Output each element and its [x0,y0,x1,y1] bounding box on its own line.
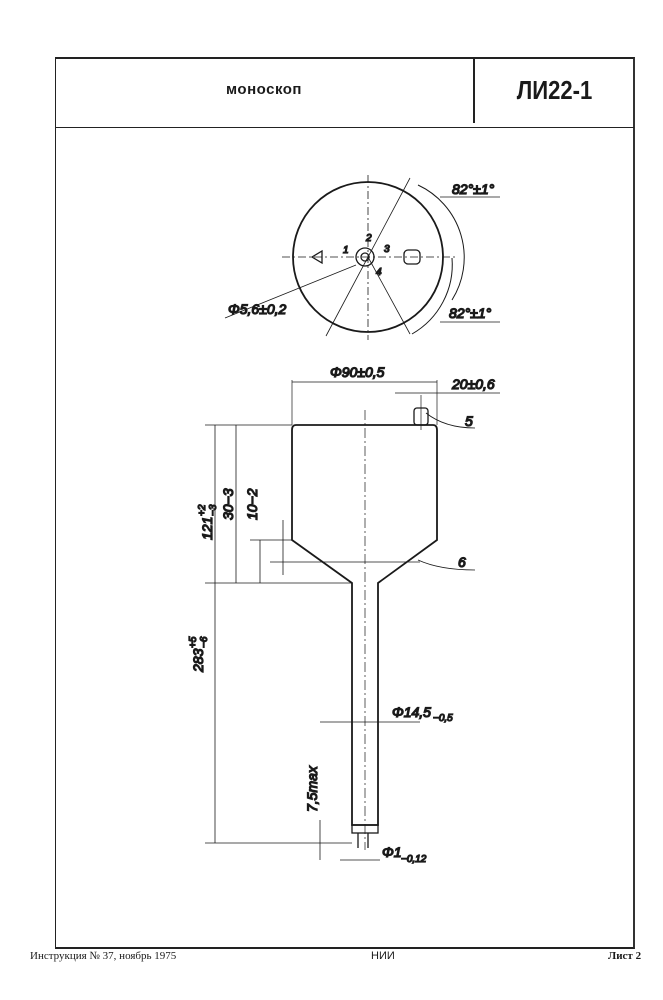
footer-sheet: Лист 2 [608,950,642,962]
svg-text:Φ14,5: Φ14,5 [392,704,431,720]
pin-diameter-label: Φ1 −0,12 [381,843,427,865]
dim-10-label: 10−2 [244,488,260,520]
height-283-label: 283 +5 −6 [187,636,210,674]
svg-text:283: 283 [190,648,206,673]
pin-label-3: 3 [384,244,390,255]
bulb-diameter-label: Φ90±0,5 [330,364,385,380]
svg-text:−6: −6 [199,636,210,648]
svg-text:−0,12: −0,12 [401,854,427,865]
svg-text:−3: −3 [208,504,219,516]
svg-text:+5: +5 [188,636,199,648]
callout-5: 5 [465,413,473,429]
svg-text:Φ1: Φ1 [382,844,402,860]
svg-text:−0,5: −0,5 [433,713,453,724]
pin-label-4: 4 [376,267,382,278]
title-divider [473,59,475,123]
callout-6: 6 [458,554,466,570]
side-view: Φ90±0,5 20±0,6 5 6 121 +2 −3 30−3 10−2 2… [187,363,500,866]
offset-label: 20±0,6 [451,376,495,392]
title-block: моноскоп ЛИ22-1 [55,57,634,128]
svg-text:+2: +2 [197,504,208,516]
device-type: моноскоп [226,81,302,98]
footer-institute: НИИ [371,950,395,962]
page-frame [55,57,635,949]
height-121-label: 121 +2 −3 [196,504,219,541]
pin-label-2: 2 [365,233,372,244]
angle-top-label: 82°±1° [452,181,495,197]
pin-length-label: 7,5max [304,765,320,812]
pin-label-1: 1 [343,245,349,256]
top-view: 82°±1° 82°±1° Φ5,6±0,2 1 2 3 4 [224,175,500,340]
device-code: ЛИ22-1 [516,75,593,105]
center-diameter-label: Φ5,6±0,2 [228,301,287,317]
dim-30-label: 30−3 [220,488,236,520]
footer-instruction: Инструкция № 37, ноябрь 1975 [30,950,177,962]
angle-bottom-label: 82°±1° [449,305,492,321]
svg-text:121: 121 [199,517,215,540]
stem-diameter-label: Φ14,5 −0,5 [391,703,453,724]
